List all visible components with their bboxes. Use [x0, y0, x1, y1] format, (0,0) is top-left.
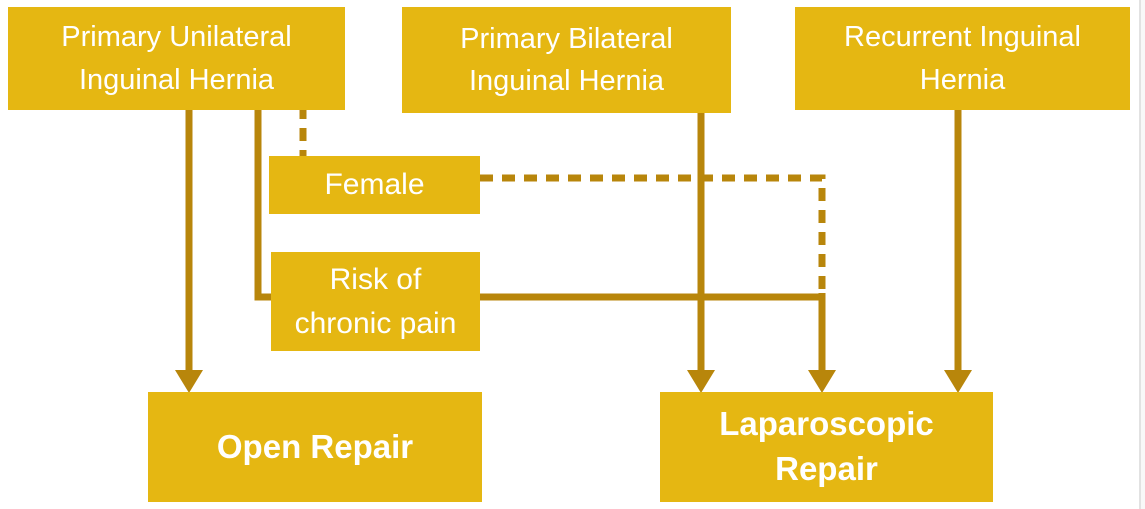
- arrowhead-open-repair: [175, 370, 203, 393]
- node-laparoscopic-repair: Laparoscopic Repair: [660, 392, 993, 502]
- node-female: Female: [269, 156, 480, 214]
- arrowhead-laparoscopic-left: [687, 370, 715, 393]
- edge-unilateral-via-risk: [254, 106, 822, 301]
- edge-female-to-junction: [480, 174, 826, 290]
- page-edge-divider: [1139, 0, 1141, 509]
- node-primary-bilateral-inguinal-hernia: Primary Bilateral Inguinal Hernia: [402, 7, 731, 113]
- node-risk-of-chronic-pain: Risk of chronic pain: [271, 252, 480, 351]
- node-primary-unilateral-inguinal-hernia: Primary Unilateral Inguinal Hernia: [8, 7, 345, 110]
- node-recurrent-inguinal-hernia: Recurrent Inguinal Hernia: [795, 7, 1130, 110]
- page-edge-gutter: [1141, 0, 1145, 509]
- arrowhead-laparoscopic-right: [944, 370, 972, 393]
- node-open-repair: Open Repair: [148, 392, 482, 502]
- arrowhead-laparoscopic-middle: [808, 370, 836, 393]
